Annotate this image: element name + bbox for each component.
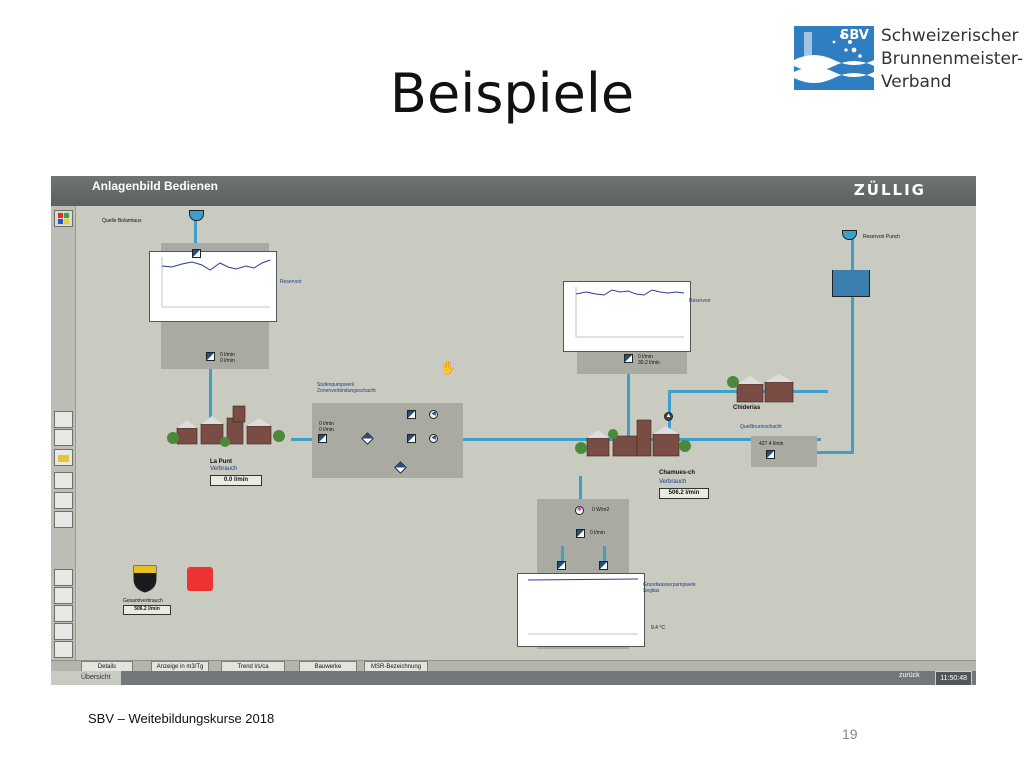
gesamt-value: 506.2 l/min (123, 605, 171, 615)
app-titlebar: Anlagenbild Bedienen ZÜLLIG (51, 176, 976, 206)
sbv-logo-letters: SBV (840, 28, 869, 43)
la-punt-value: 0.0 l/min (210, 475, 262, 486)
pipe-segment (561, 546, 564, 563)
reservoir-right-label: Reservoir (689, 298, 711, 304)
la-punt-sub: Verbrauch (210, 466, 238, 472)
app-title: Anlagenbild Bedienen (92, 179, 219, 193)
flow-value: 0 l/min (319, 427, 334, 433)
trend-chart-right[interactable] (563, 281, 691, 352)
hand-cursor-icon: ✋ (440, 360, 457, 375)
edit-icon[interactable] (54, 411, 73, 428)
stufen-label: Stufenpumpwerk (317, 382, 355, 388)
print-icon[interactable] (54, 511, 73, 528)
list-icon[interactable] (54, 623, 73, 640)
chamues-value: 506.2 l/min (659, 488, 709, 499)
scada-screenshot: Anlagenbild Bedienen ZÜLLIG (51, 176, 976, 685)
pressure-icon[interactable]: ✱ (575, 506, 584, 515)
flow-value: 0 l/min (220, 358, 235, 364)
trend-chart-left[interactable] (149, 251, 277, 322)
status-bar: Übersicht zurück 11:50:48 (51, 671, 976, 685)
clock: 11:50:48 (935, 671, 972, 685)
flow-value: 0 l/min (220, 352, 235, 358)
flow-value: 0 l/min (638, 354, 653, 360)
quellen-label: Quellbrunnschacht (740, 424, 782, 430)
pipe-segment (603, 546, 606, 563)
tank-icon (832, 270, 870, 297)
slide-footer: SBV – Weitebildungskurse 2018 (88, 711, 275, 726)
valve-icon[interactable] (557, 561, 566, 570)
valve-icon[interactable] (624, 354, 633, 363)
punchen-label: Reservoir Punch (863, 234, 900, 240)
page-number: 19 (842, 726, 858, 742)
details-button[interactable]: Details (81, 661, 133, 674)
slide-title: Beispiele (389, 62, 635, 125)
sbv-logo-mark: SBV (794, 26, 874, 90)
coat-of-arms-icon (133, 565, 157, 593)
pipe-segment (291, 438, 821, 441)
pump-icon[interactable]: ▲ (664, 412, 673, 421)
pump-icon[interactable] (54, 605, 73, 622)
app-brand: ZÜLLIG (853, 181, 926, 199)
battery-icon (187, 567, 213, 591)
valve-icon[interactable] (407, 410, 416, 419)
chamues-label: Chamues-ch (659, 470, 696, 476)
village-chiderias (727, 374, 794, 403)
sbv-logo-text: Schweizerischer Brunnenmeister- Verband (881, 25, 1023, 94)
left-toolbar (51, 206, 76, 676)
village-chamues-ch (575, 419, 691, 457)
quellen-panel (751, 436, 817, 467)
stufen-panel (312, 403, 463, 478)
search-icon[interactable] (54, 472, 73, 489)
valve-icon[interactable] (407, 434, 416, 443)
valve-icon[interactable] (766, 450, 775, 459)
pump-icon[interactable]: ◀ (429, 410, 438, 419)
pipe-segment (627, 342, 630, 442)
logo-line-1: Schweizerischer (881, 26, 1019, 46)
valve-icon[interactable] (192, 249, 201, 258)
logo-line-2: Brunnenmeister- (881, 49, 1023, 69)
reservoir-left-label: Reservoir (280, 279, 302, 285)
valve-icon[interactable] (599, 561, 608, 570)
valve-icon[interactable] (54, 587, 73, 604)
chamues-sub: Verbrauch (659, 479, 687, 485)
back-button[interactable]: zurück (899, 672, 920, 679)
windows-start-icon[interactable] (54, 210, 73, 227)
tab-uebersicht[interactable]: Übersicht (51, 671, 121, 685)
gesamt-label: Gesamtverbrauch (123, 598, 163, 604)
grund-label: Grundwasserpumpwerk (643, 582, 696, 588)
source-icon (842, 230, 857, 240)
copy-icon[interactable] (54, 429, 73, 446)
folder-icon[interactable] (54, 449, 73, 466)
chart-icon[interactable] (54, 569, 73, 586)
quellen-value: 427.4 l/min (759, 441, 784, 447)
grund-flow: 0 l/min (590, 530, 605, 536)
logo-line-3: Verband (881, 72, 952, 92)
trend-chart-grund[interactable] (517, 573, 645, 647)
la-punt-label: La Punt (210, 459, 232, 465)
network-icon[interactable] (54, 492, 73, 509)
pipe-segment (194, 220, 197, 248)
chiderias-label: Chiderias (733, 405, 761, 411)
village-la-punt (167, 405, 285, 447)
source-icon (189, 210, 204, 221)
sbv-logo: SBV Schweizerischer Brunnenmeister- Verb… (794, 26, 1023, 92)
quelle-label: Quelle Bolamtaux (102, 218, 142, 224)
valve-icon[interactable] (206, 352, 215, 361)
valve-icon[interactable] (576, 529, 585, 538)
pipe-segment (851, 238, 854, 453)
pump-icon[interactable]: ◀ (429, 434, 438, 443)
flow-value: 0 l/min (319, 421, 334, 427)
temperature-value: 9.4 °C (651, 625, 665, 631)
unit-icon[interactable] (54, 641, 73, 658)
valve-icon[interactable] (318, 434, 327, 443)
grund-pressure: 0 W/m2 (592, 507, 610, 513)
grund-sub: Seglias (643, 588, 660, 594)
stufen-sub: Zonenverbindungsschacht (317, 388, 376, 394)
flow-value: 30.2 l/min (638, 360, 660, 366)
